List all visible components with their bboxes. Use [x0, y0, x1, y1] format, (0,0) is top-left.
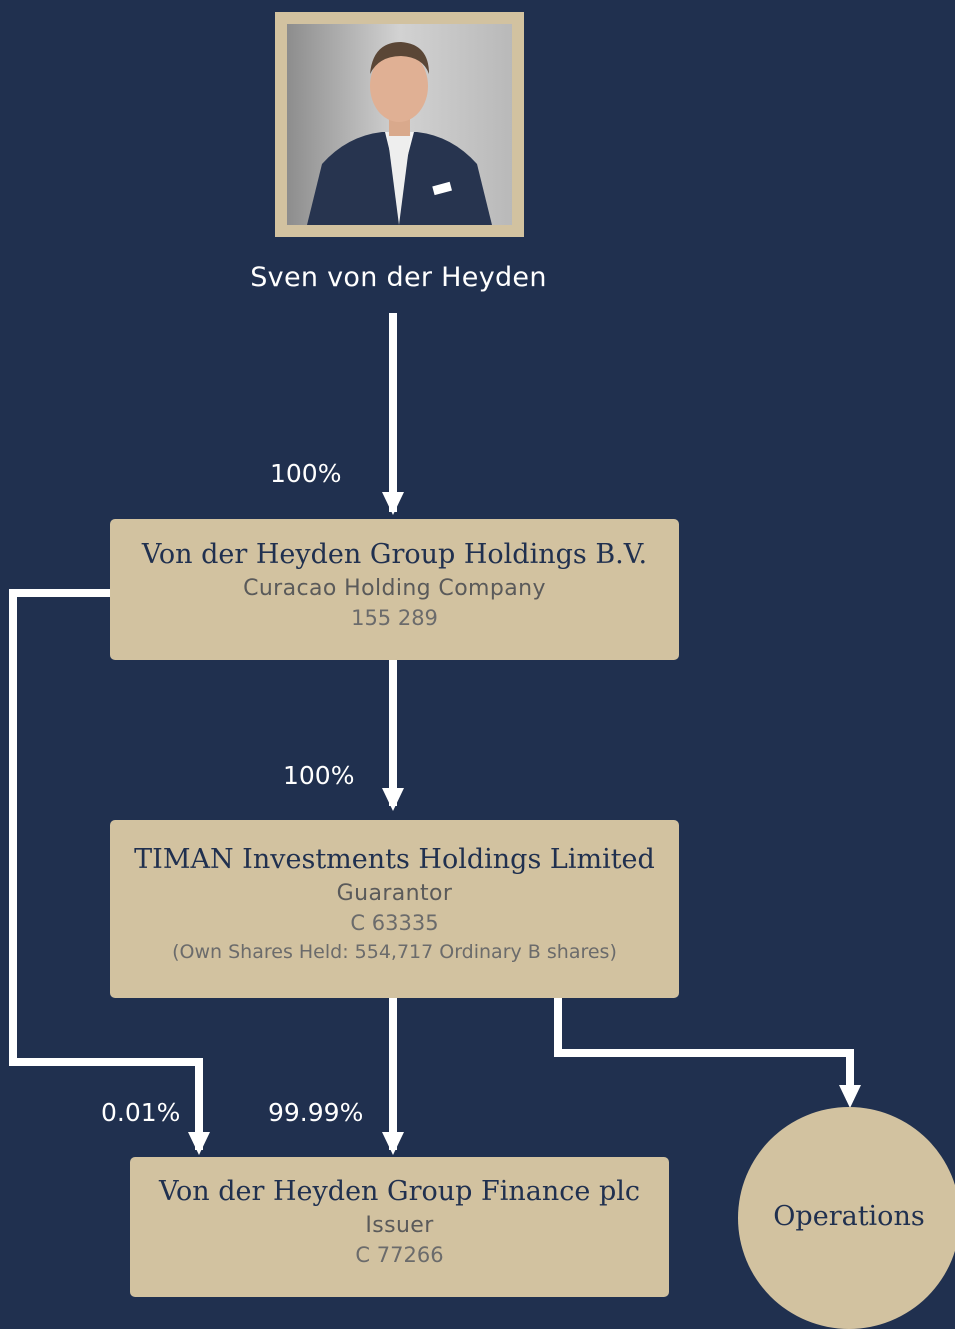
arrowhead-holdings-finance	[188, 1132, 210, 1155]
entity-holdings-registration: 155 289	[351, 606, 438, 630]
percentage-holdings-timan: 100%	[283, 761, 355, 790]
arrowhead-person-holdings	[382, 492, 404, 515]
percentage-timan-finance: 99.99%	[268, 1098, 364, 1127]
arrowhead-holdings-timan	[382, 788, 404, 811]
entity-holdings-name: Von der Heyden Group Holdings B.V.	[141, 539, 648, 570]
entity-finance-role: Issuer	[365, 1213, 434, 1238]
percentage-person-holdings: 100%	[270, 459, 342, 488]
portrait-frame	[275, 12, 524, 237]
arrowhead-timan-finance	[382, 1132, 404, 1155]
connector-timan-operations	[554, 998, 854, 1100]
operations-label: Operations	[773, 1201, 925, 1232]
entity-holdings-role: Curacao Holding Company	[243, 576, 546, 601]
arrowhead-timan-operations	[839, 1085, 861, 1108]
entity-timan-registration: C 63335	[350, 911, 439, 935]
portrait-photo	[287, 24, 512, 225]
entity-finance-box: Von der Heyden Group Finance plc Issuer …	[130, 1157, 669, 1297]
owner-name: Sven von der Heyden	[250, 262, 547, 293]
percentage-holdings-finance: 0.01%	[101, 1098, 181, 1127]
person-silhouette-icon	[307, 42, 492, 225]
entity-holdings-box: Von der Heyden Group Holdings B.V. Curac…	[110, 519, 679, 660]
entity-timan-name: TIMAN Investments Holdings Limited	[134, 844, 655, 875]
operations-circle: Operations	[738, 1107, 955, 1329]
entity-timan-role: Guarantor	[336, 881, 453, 906]
entity-timan-shares-note: (Own Shares Held: 554,717 Ordinary B sha…	[172, 941, 617, 963]
connector-holdings-finance	[9, 589, 203, 1150]
entity-finance-name: Von der Heyden Group Finance plc	[159, 1176, 640, 1207]
entity-finance-registration: C 77266	[355, 1243, 444, 1267]
entity-timan-box: TIMAN Investments Holdings Limited Guara…	[110, 820, 679, 998]
